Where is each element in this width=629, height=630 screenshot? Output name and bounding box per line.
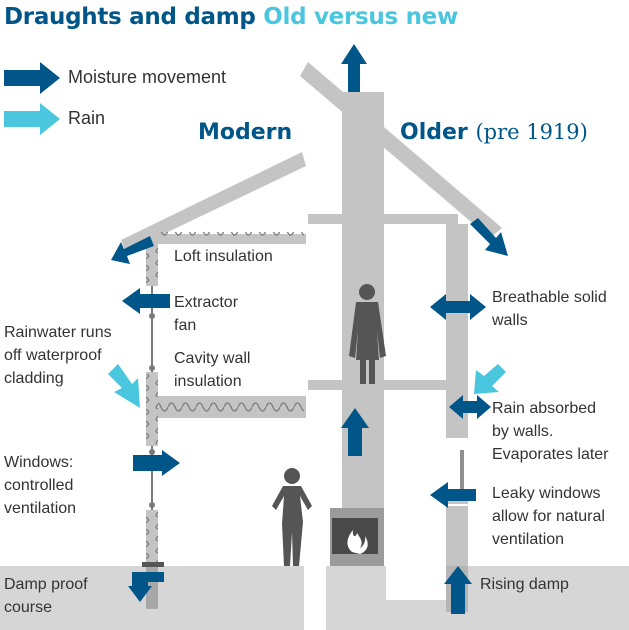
modern-wall-insulation-lower [146, 512, 158, 564]
coat-person-icon [349, 284, 386, 384]
leaky-windows-label: Leaky windows allow for natural ventilat… [492, 485, 605, 548]
rainwater-arrow-icon [108, 364, 140, 408]
standing-person-icon [272, 468, 312, 566]
title-main: Draughts and damp [4, 4, 256, 30]
modern-roof [121, 152, 306, 252]
older-roof-arrow-icon [470, 218, 508, 256]
older-wall-lower [446, 506, 468, 566]
rising-damp-label: Rising damp [480, 576, 569, 593]
title-accent: Old versus new [263, 4, 458, 30]
loft-insulation-wave [158, 232, 304, 244]
modern-roof-arrow-icon [111, 236, 154, 264]
rain-absorbed-arrow-icon [449, 395, 491, 419]
rainwater-label: Rainwater runs off waterproof cladding [4, 324, 112, 387]
legend-moisture-arrow-icon [4, 62, 60, 94]
loft-insulation-label: Loft insulation [174, 248, 273, 265]
modern-heading: Modern [198, 120, 293, 145]
breathable-arrow-icon [430, 294, 486, 320]
damp-proof-arrow-icon [128, 572, 164, 602]
floor-gap [386, 566, 446, 600]
cavity-wall-label: Cavity wall insulation [174, 350, 251, 390]
rain-absorbed-rain-arrow-icon [474, 364, 506, 394]
older-floor-arrow-icon [341, 408, 369, 456]
ground-right [326, 566, 629, 630]
legend-moisture-label: Moisture movement [68, 67, 227, 87]
windows-arrow-icon [133, 450, 180, 476]
extractor-fan-arrow-icon [122, 288, 170, 314]
older-floor [308, 380, 458, 390]
older-heading: Older (pre 1919) [400, 120, 588, 145]
rain-absorbed-label: Rain absorbed by walls. Evaporates later [492, 400, 609, 463]
modern-wall-insulation-upper [146, 242, 158, 284]
older-wall-upper [446, 224, 468, 438]
older-heading-title: Older [400, 120, 468, 145]
legend-rain-arrow-icon [4, 103, 60, 135]
older-window-bar [460, 450, 464, 492]
extractor-fan-label: Extractor fan [174, 294, 239, 334]
windows-label: Windows: controlled ventilation [4, 454, 77, 517]
damp-proof-label: Damp proof course [4, 576, 88, 616]
damp-proof-layer [142, 562, 164, 567]
leaky-windows-arrow-icon [430, 482, 476, 508]
breathable-label: Breathable solid walls [492, 289, 607, 329]
older-roof [300, 62, 502, 238]
page-title: Draughts and damp Old versus new [4, 4, 458, 30]
floor-insulation-wave [158, 398, 304, 416]
rising-damp-arrow-icon [444, 566, 472, 614]
older-ceiling [308, 214, 458, 224]
legend-rain-label: Rain [68, 108, 106, 128]
cavity-insulation-wave [146, 374, 158, 444]
fire-icon [347, 530, 368, 554]
older-heading-sub: (pre 1919) [475, 120, 588, 144]
chimney-top-arrow-icon [341, 44, 367, 92]
